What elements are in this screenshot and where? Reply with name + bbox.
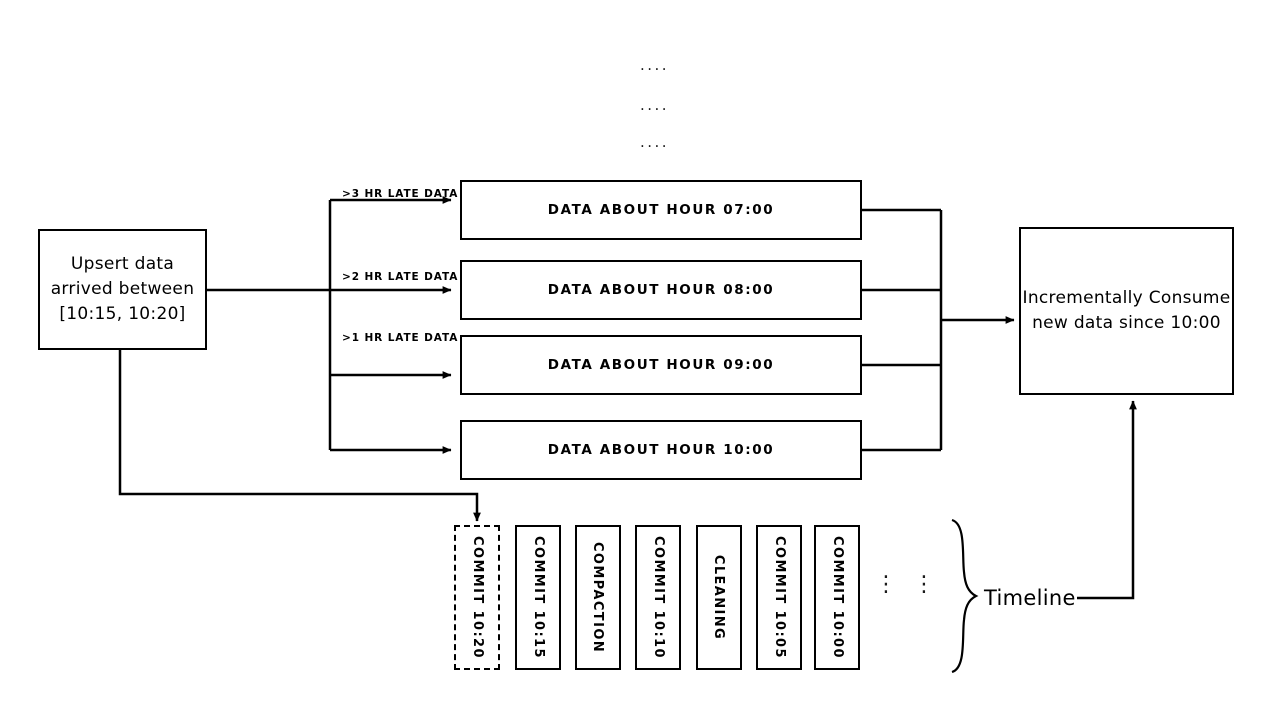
commit-box-10-20-label: COMMIT 10:20 (469, 536, 485, 659)
top-ellipsis-row-1: .... (640, 56, 670, 74)
hour-box-10[interactable]: DATA ABOUT HOUR 10:00 (460, 420, 862, 480)
hour-box-07-label: DATA ABOUT HOUR 07:00 (547, 202, 775, 218)
hour-box-07[interactable]: DATA ABOUT HOUR 07:00 (460, 180, 862, 240)
hour-box-08[interactable]: DATA ABOUT HOUR 08:00 (460, 260, 862, 320)
top-ellipsis-row-2: .... (640, 96, 670, 114)
commit-box-compaction[interactable]: COMPACTION (575, 525, 621, 670)
commit-box-10-00-label: COMMIT 10:00 (829, 536, 845, 659)
commit-box-10-05[interactable]: COMMIT 10:05 (756, 525, 802, 670)
commit-box-10-00[interactable]: COMMIT 10:00 (814, 525, 860, 670)
commit-box-10-05-label: COMMIT 10:05 (771, 536, 787, 659)
upsert-source-label: Upsert data arrived between [10:15, 10:2… (50, 254, 195, 324)
hour-box-09-label: DATA ABOUT HOUR 09:00 (547, 357, 775, 373)
incremental-consume-label: Incrementally Consume new data since 10:… (1022, 288, 1231, 333)
edge-label-3hr-late: >3 HR LATE DATA (342, 188, 459, 200)
top-ellipsis-row-3: .... (640, 133, 670, 151)
upsert-source-node[interactable]: Upsert data arrived between [10:15, 10:2… (38, 229, 207, 350)
timeline-ellipsis-1: ⋮ (875, 572, 897, 597)
commit-box-10-20[interactable]: COMMIT 10:20 (454, 525, 500, 670)
commit-box-10-10-label: COMMIT 10:10 (650, 536, 666, 659)
timeline-label: Timeline (984, 586, 1076, 610)
incremental-consume-node[interactable]: Incrementally Consume new data since 10:… (1019, 227, 1234, 395)
commit-box-cleaning-label: CLEANING (711, 554, 727, 641)
commit-box-10-10[interactable]: COMMIT 10:10 (635, 525, 681, 670)
commit-box-10-15[interactable]: COMMIT 10:15 (515, 525, 561, 670)
hour-box-09[interactable]: DATA ABOUT HOUR 09:00 (460, 335, 862, 395)
timeline-ellipsis-2: ⋮ (913, 572, 935, 597)
edge-label-2hr-late: >2 HR LATE DATA (342, 271, 459, 283)
edge-label-1hr-late: >1 HR LATE DATA (342, 332, 459, 344)
commit-box-cleaning[interactable]: CLEANING (696, 525, 742, 670)
commit-box-10-15-label: COMMIT 10:15 (530, 536, 546, 659)
hour-box-10-label: DATA ABOUT HOUR 10:00 (547, 442, 775, 458)
commit-box-compaction-label: COMPACTION (590, 541, 606, 654)
hour-box-08-label: DATA ABOUT HOUR 08:00 (547, 282, 775, 298)
